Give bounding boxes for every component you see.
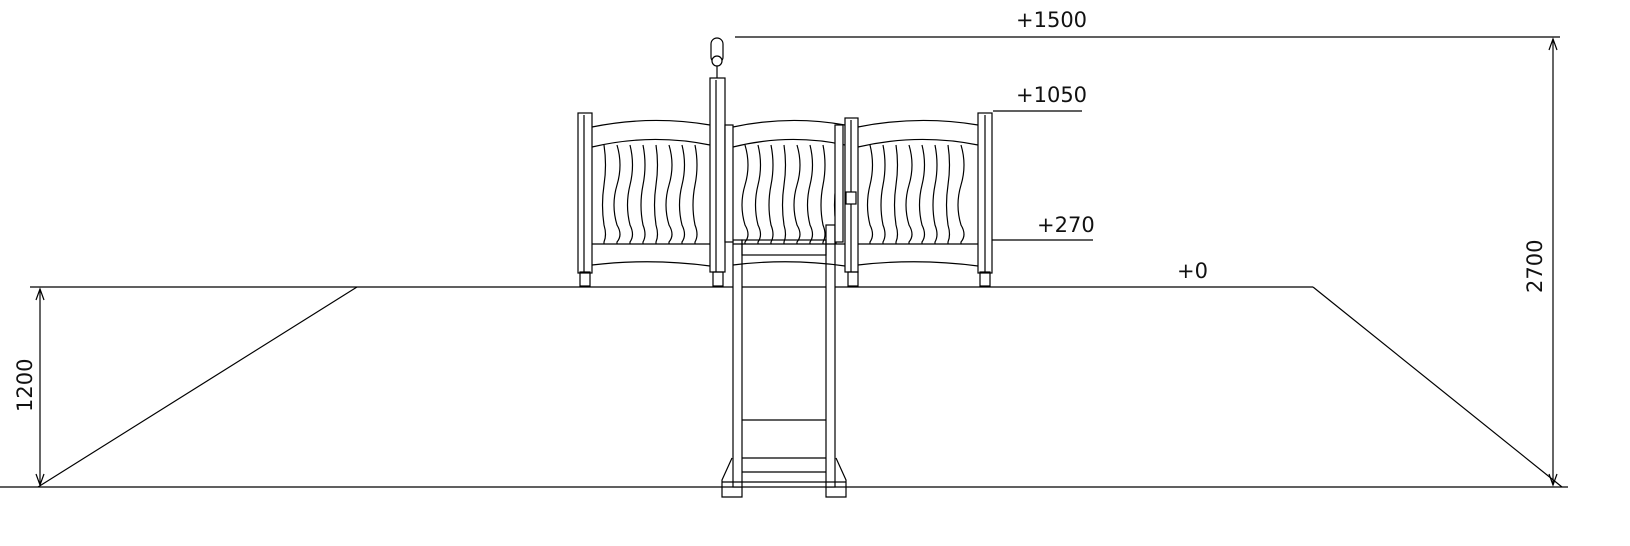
panel-slat bbox=[905, 144, 913, 244]
panel-slat bbox=[820, 144, 826, 244]
panel-slat bbox=[626, 144, 634, 244]
panel-slat bbox=[640, 144, 646, 244]
panel-slat bbox=[754, 144, 762, 244]
panel-slat bbox=[601, 144, 607, 244]
label-dimension-2700: 2700 bbox=[1523, 240, 1547, 293]
label-dimension-1200: 1200 bbox=[13, 359, 37, 412]
panel-inner-edge bbox=[732, 138, 846, 148]
grab-handle bbox=[710, 37, 724, 78]
label-level-1500: +1500 bbox=[1016, 8, 1087, 32]
panel-slat bbox=[678, 144, 686, 244]
panel-slat bbox=[613, 144, 621, 244]
climbing-panels bbox=[591, 119, 979, 267]
panel-inner-edge bbox=[591, 138, 711, 148]
panel-bottom-edge bbox=[732, 261, 846, 267]
panel-slat bbox=[918, 144, 926, 244]
panel-top-edge bbox=[857, 119, 979, 128]
panel-slat bbox=[866, 144, 874, 244]
panel-slat bbox=[665, 144, 673, 244]
panel-slat bbox=[781, 144, 787, 244]
panel-slat bbox=[768, 144, 774, 244]
dimension-1200 bbox=[35, 287, 45, 487]
panel-slat bbox=[893, 144, 899, 244]
slide bbox=[721, 224, 847, 498]
panel-slat bbox=[932, 144, 938, 244]
panel-slat bbox=[945, 144, 951, 244]
panel-slat bbox=[957, 144, 965, 244]
mound-outline bbox=[0, 286, 1568, 488]
dimension-2700 bbox=[1548, 37, 1558, 487]
panel-bottom-edge bbox=[857, 261, 979, 267]
panel-inner-edge bbox=[857, 138, 979, 148]
panel-bottom-edge bbox=[591, 261, 711, 267]
label-level-0: +0 bbox=[1177, 259, 1208, 283]
panel-slat bbox=[692, 144, 698, 244]
panel-slat bbox=[653, 144, 659, 244]
panel-slat bbox=[741, 144, 749, 244]
panel-slat bbox=[880, 144, 886, 244]
label-level-1050: +1050 bbox=[1016, 83, 1087, 107]
panel-slat bbox=[806, 144, 814, 244]
panel-top-edge bbox=[591, 119, 711, 128]
panel-slat bbox=[793, 144, 801, 244]
posts bbox=[577, 77, 993, 287]
label-level-270: +270 bbox=[1037, 213, 1095, 237]
panel-top-edge bbox=[732, 119, 846, 128]
